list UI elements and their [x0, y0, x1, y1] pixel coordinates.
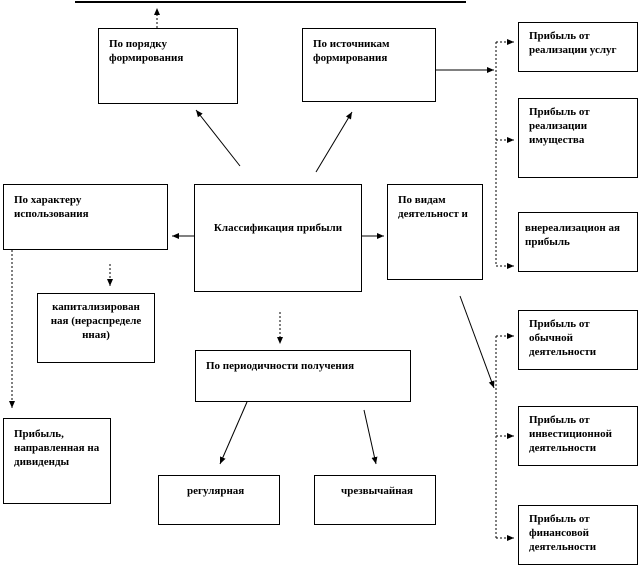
financial-label: Прибыль от финансовой деятельности [529, 513, 597, 553]
property-label: Прибыль от реализации имущества [529, 106, 590, 146]
arrow-to-regular [219, 401, 248, 465]
ordinary-label: Прибыль от обычной деятельности [529, 318, 597, 358]
arrow-to-order [195, 109, 241, 167]
capitalized-label: капитализирован ная (нераспределе нная) [50, 301, 142, 341]
by-sources-box: По источникам формирования [302, 28, 436, 102]
capitalized-box: капитализирован ная (нераспределе нная) [37, 293, 155, 363]
services-box: Прибыль от реализации услуг [518, 22, 638, 72]
classification-box: Классификация прибыли [194, 184, 362, 292]
non-sales-label: внереализацион ая прибыль [525, 222, 620, 248]
extraordinary-label: чрезвычайная [341, 485, 413, 497]
regular-box: регулярная [158, 475, 280, 525]
property-box: Прибыль от реализации имущества [518, 98, 638, 178]
by-order-box: По порядку формирования [98, 28, 238, 104]
services-label: Прибыль от реализации услуг [529, 30, 617, 56]
by-use-label: По характеру использования [14, 194, 89, 220]
regular-label: регулярная [187, 485, 245, 497]
non-sales-box: внереализацион ая прибыль [518, 212, 638, 272]
dividends-box: Прибыль, направленная на дивиденды [3, 418, 111, 504]
investment-label: Прибыль от инвестиционной деятельности [529, 414, 612, 454]
arrow-to-extraordinary [363, 409, 378, 465]
financial-box: Прибыль от финансовой деятельности [518, 505, 638, 565]
extraordinary-box: чрезвычайная [314, 475, 436, 525]
by-use-box: По характеру использования [3, 184, 168, 250]
by-period-box: По периодичности получения [195, 350, 411, 402]
by-activity-box: По видам деятельност и [387, 184, 483, 280]
arrow-to-sources [315, 111, 353, 173]
ordinary-box: Прибыль от обычной деятельности [518, 310, 638, 370]
classification-label: Классификация прибыли [213, 222, 343, 234]
by-activity-label: По видам деятельност и [398, 194, 468, 220]
dividends-label: Прибыль, направленная на дивиденды [14, 428, 100, 468]
investment-box: Прибыль от инвестиционной деятельности [518, 406, 638, 466]
arrow-to-lower [459, 295, 495, 389]
by-order-label: По порядку формирования [109, 38, 184, 64]
by-period-label: По периодичности получения [206, 360, 355, 372]
by-sources-label: По источникам формирования [313, 38, 390, 64]
